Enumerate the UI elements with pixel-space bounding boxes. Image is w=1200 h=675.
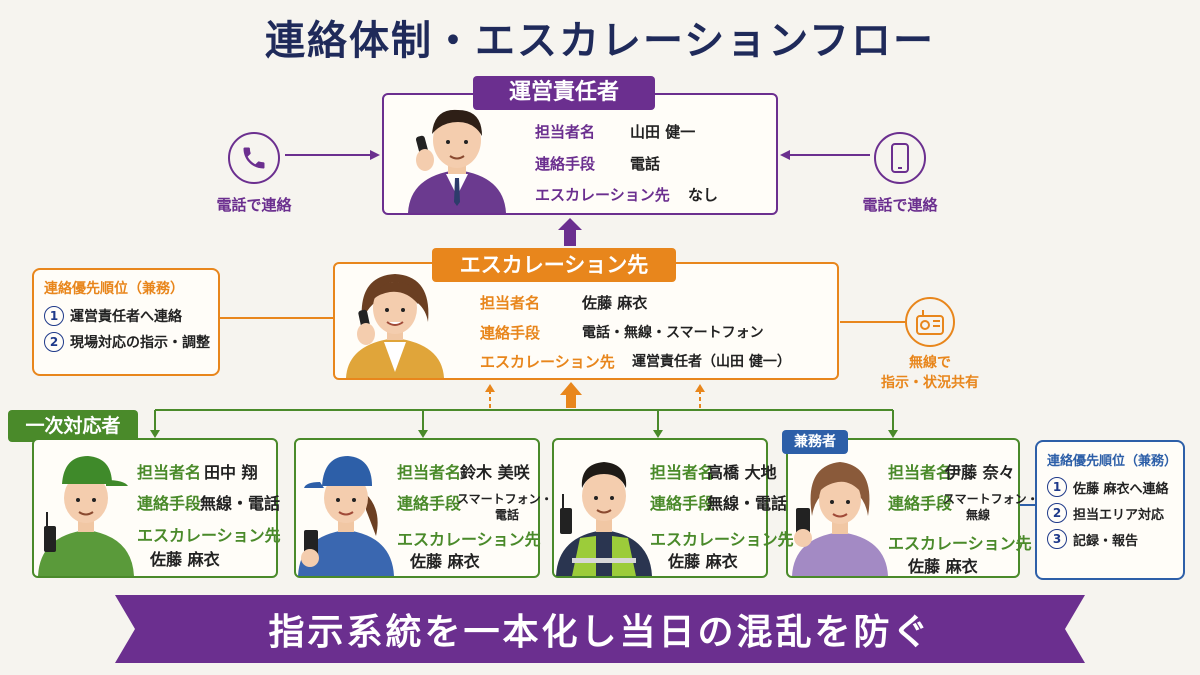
manager-name-value: 山田 健一 [630, 123, 696, 141]
escalation-name-key: 担当者名 [480, 294, 541, 312]
manager-right-caption: 電話で連絡 [862, 196, 938, 214]
card-escalation-key: エスカレーション先 [888, 534, 1032, 553]
card-name-value: 田中 翔 [204, 463, 258, 482]
priority-number: 3 [1047, 529, 1067, 549]
card-contact-key: 連絡手段 [397, 494, 462, 513]
manager-escalation-key: エスカレーション先 [535, 186, 670, 204]
card-contact-value: 無線・電話 [200, 494, 281, 513]
priority-text: 記録・報告 [1073, 533, 1139, 549]
card-escalation-key: エスカレーション先 [137, 526, 281, 545]
card-contact-key: 連絡手段 [137, 494, 202, 513]
escalation-priority-title: 連絡優先順位（兼務） [44, 281, 184, 297]
card-escalation-value: 佐藤 麻衣 [410, 552, 480, 571]
priority-text: 佐藤 麻衣へ連絡 [1073, 481, 1169, 497]
phone-handset-icon [228, 132, 280, 184]
card-name-key: 担当者名 [397, 463, 462, 482]
escalation-priority-item: 1 運営責任者へ連絡 [44, 306, 208, 326]
priority-number: 1 [1047, 477, 1067, 497]
dual-role-label: 兼務者 [782, 430, 848, 454]
card-name-value: 高橋 大地 [707, 463, 777, 482]
card-escalation-key: エスカレーション先 [397, 530, 541, 549]
priority-text: 運営責任者へ連絡 [70, 309, 182, 325]
priority-number: 1 [44, 306, 64, 326]
escalation-avatar [346, 274, 444, 378]
summary-banner [115, 595, 1085, 663]
smartphone-icon [874, 132, 926, 184]
radio-caption-1: 無線で [909, 355, 951, 371]
dual-role-priority-item: 1 佐藤 麻衣へ連絡 [1047, 477, 1173, 497]
escalation-name-value: 佐藤 麻衣 [582, 294, 648, 312]
card-name-key: 担当者名 [650, 463, 715, 482]
card-escalation-value: 佐藤 麻衣 [150, 550, 220, 569]
card-contact-value: 無線・電話 [707, 494, 788, 513]
escalation-priority-item: 2 現場対応の指示・調整 [44, 332, 210, 352]
card-name-value: 伊藤 奈々 [945, 463, 1015, 482]
card-contact-value-line2: 電話 [495, 508, 520, 522]
card-contact-value: スマートフォン・ [943, 492, 1039, 506]
dual-role-priority-item: 3 記録・報告 [1047, 529, 1173, 549]
manager-name-key: 担当者名 [535, 123, 596, 141]
escalation-escalation-key: エスカレーション先 [480, 353, 615, 371]
card-name-key: 担当者名 [888, 463, 953, 482]
escalation-contact-value: 電話・無線・スマートフォン [582, 325, 764, 341]
priority-text: 担当エリア対応 [1073, 507, 1165, 523]
card-name-value: 鈴木 美咲 [460, 463, 530, 482]
manager-avatar [408, 109, 506, 213]
card-contact-value: スマートフォン・ [457, 492, 553, 506]
responder-avatar-green-cap [38, 456, 134, 576]
card-escalation-value: 佐藤 麻衣 [668, 552, 738, 571]
escalation-label: エスカレーション先 [432, 248, 676, 282]
manager-left-caption: 電話で連絡 [216, 196, 292, 214]
dual-role-priority-box: 連絡優先順位（兼務） 1 佐藤 麻衣へ連絡 2 担当エリア対応 3 記録・報告 [1035, 440, 1185, 580]
summary-banner-text: 指示系統を一本化し当日の混乱を防ぐ [268, 612, 932, 653]
page-title: 連絡体制・エスカレーションフロー [265, 18, 935, 64]
escalation-escalation-value: 運営責任者（山田 健一） [632, 354, 791, 370]
manager-label: 運営責任者 [473, 76, 655, 110]
priority-text: 現場対応の指示・調整 [70, 335, 210, 351]
card-escalation-value: 佐藤 麻衣 [908, 557, 978, 576]
responder-avatar-purple [792, 462, 888, 576]
card-contact-key: 連絡手段 [888, 494, 953, 513]
manager-escalation-value: なし [688, 186, 719, 204]
card-contact-value-line2: 無線 [966, 508, 991, 522]
priority-number: 2 [44, 332, 64, 352]
radio-caption-2: 指示・状況共有 [881, 375, 979, 391]
manager-contact-value: 電話 [630, 155, 661, 173]
card-escalation-key: エスカレーション先 [650, 530, 794, 549]
card-name-key: 担当者名 [137, 463, 202, 482]
first-responder-label: 一次対応者 [8, 410, 138, 442]
responder-avatar-vest [556, 462, 652, 576]
priority-number: 2 [1047, 503, 1067, 523]
responder-avatar-blue-cap [298, 456, 394, 576]
radio-icon [905, 297, 955, 347]
escalation-priority-box: 連絡優先順位（兼務） 1 運営責任者へ連絡 2 現場対応の指示・調整 [32, 268, 220, 376]
dual-role-priority-title: 連絡優先順位（兼務） [1047, 454, 1178, 469]
dual-role-priority-item: 2 担当エリア対応 [1047, 503, 1173, 523]
manager-contact-key: 連絡手段 [535, 155, 596, 173]
escalation-contact-key: 連絡手段 [480, 324, 541, 342]
card-contact-key: 連絡手段 [650, 494, 715, 513]
